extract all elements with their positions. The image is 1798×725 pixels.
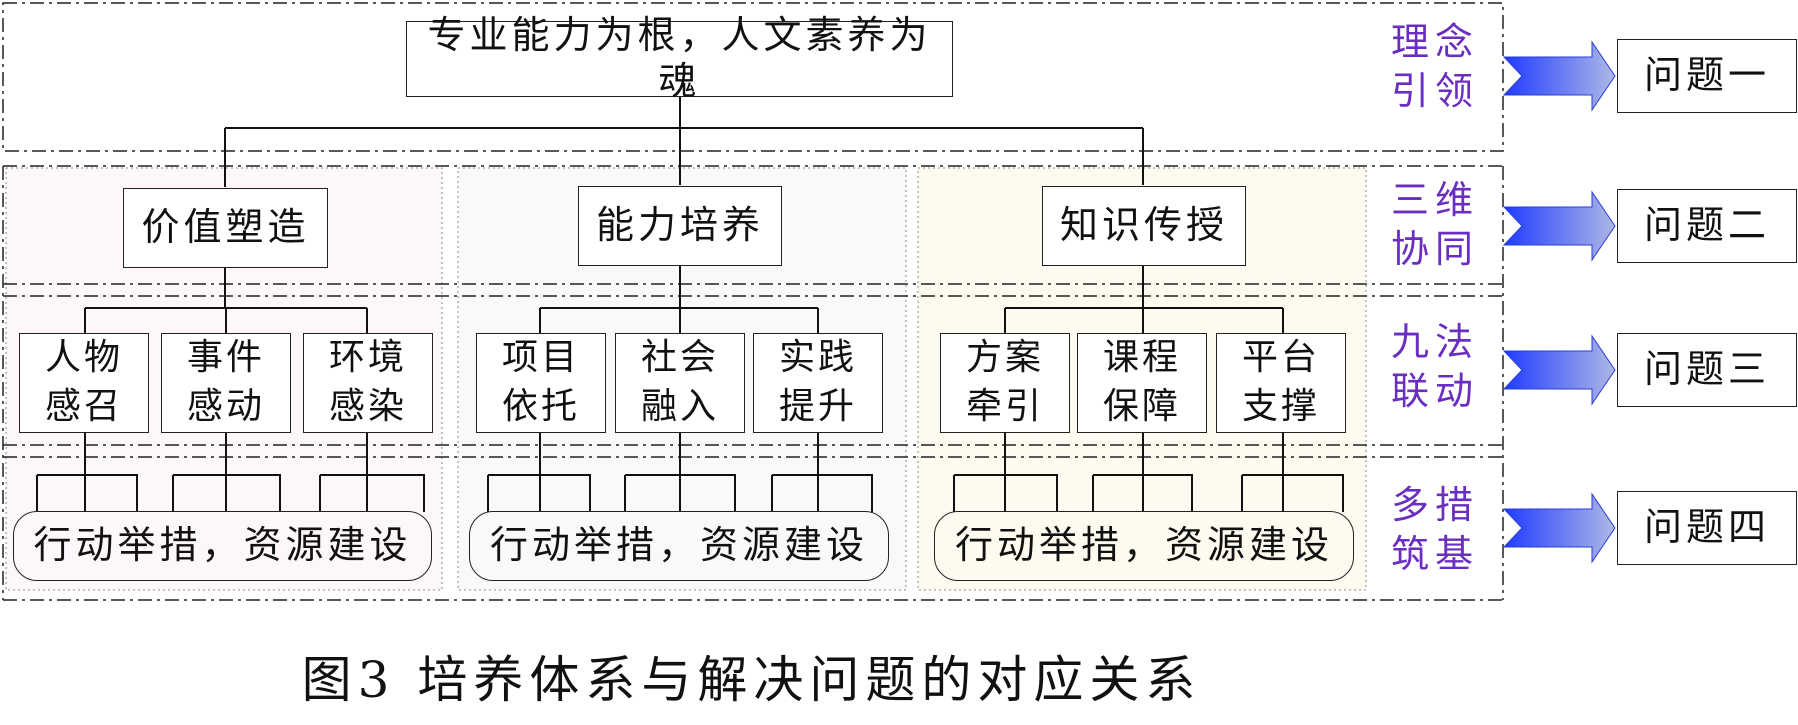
node-platform-support: 平台 支撑 xyxy=(1216,333,1346,433)
arrow-to-problem-4 xyxy=(1502,492,1616,564)
foundation-col2: 行动举措，资源建设 xyxy=(469,511,889,581)
problem-2: 问题二 xyxy=(1617,189,1797,263)
node-value-shaping: 价值塑造 xyxy=(123,188,328,268)
col3-foundation-connector xyxy=(953,433,1344,512)
problem-1: 问题一 xyxy=(1617,39,1797,113)
figure-caption: 图3 培养体系与解决问题的对应关系 xyxy=(301,651,1202,709)
node-ability-cultivation: 能力培养 xyxy=(578,186,782,266)
node-practice-improvement: 实践 提升 xyxy=(753,333,883,433)
root-node: 专业能力为根，人文素养为魂 xyxy=(406,13,953,103)
arrow-to-problem-1 xyxy=(1502,40,1616,112)
node-course-guarantee: 课程 保障 xyxy=(1077,333,1207,433)
node-society-integration: 社会 融入 xyxy=(615,333,745,433)
node-project-support: 项目 依托 xyxy=(476,333,606,433)
node-plan-guidance: 方案 牵引 xyxy=(940,333,1070,433)
arrow-to-problem-3 xyxy=(1502,334,1616,406)
node-environment-influence: 环境 感染 xyxy=(303,333,433,433)
row-label-3d: 三维 协同 xyxy=(1390,178,1479,272)
col1-connector xyxy=(84,267,368,333)
arrow-to-problem-2 xyxy=(1502,190,1616,262)
problem-3: 问题三 xyxy=(1617,333,1797,407)
row-band-1 xyxy=(2,2,1504,152)
col2-connector xyxy=(539,265,819,333)
node-event-moving: 事件 感动 xyxy=(161,333,291,433)
node-knowledge-teaching: 知识传授 xyxy=(1042,186,1246,266)
node-people-inspiration: 人物 感召 xyxy=(19,333,149,433)
row-label-multi: 多措 筑基 xyxy=(1390,483,1479,577)
row-label-nine: 九法 联动 xyxy=(1390,320,1479,414)
col2-foundation-connector xyxy=(487,433,873,512)
foundation-col3: 行动举措，资源建设 xyxy=(934,511,1354,581)
root-connector xyxy=(224,96,1144,187)
problem-4: 问题四 xyxy=(1617,491,1797,565)
col3-connector xyxy=(1004,265,1284,333)
row-label-concept: 理念 引领 xyxy=(1390,20,1479,114)
foundation-col1: 行动举措，资源建设 xyxy=(13,511,432,581)
col1-foundation-connector xyxy=(36,433,425,512)
